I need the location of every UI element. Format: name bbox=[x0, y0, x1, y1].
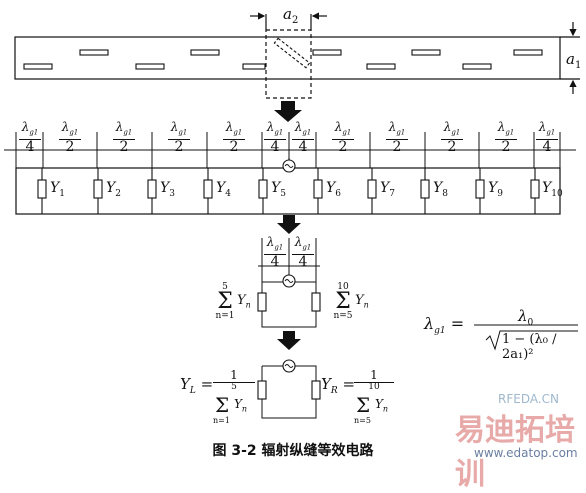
slot bbox=[23, 63, 53, 70]
feed-slot bbox=[273, 37, 311, 69]
slot bbox=[366, 63, 396, 70]
middle-circuit-frame bbox=[261, 282, 317, 328]
slot bbox=[312, 49, 342, 56]
formula-lhs: λg1 = bbox=[424, 314, 465, 337]
yl-fraction: 1 5 bbox=[213, 369, 255, 392]
bottom-left-admittance bbox=[257, 380, 267, 400]
slot bbox=[135, 63, 165, 70]
formula-numerator: λ0 bbox=[518, 307, 534, 328]
yr-label: YR = bbox=[321, 375, 356, 396]
yr-lower-limit: n=5 bbox=[354, 416, 371, 425]
middle-left-admittance bbox=[257, 292, 267, 312]
yr-fraction: 1 10 bbox=[354, 369, 394, 392]
slot bbox=[242, 63, 266, 70]
admittance-elements bbox=[37, 168, 540, 214]
slot bbox=[513, 49, 543, 56]
admittance-label-y6: Y6 bbox=[326, 180, 341, 199]
yr-sigma: Σ bbox=[356, 393, 371, 417]
admittance-label-y5: Y5 bbox=[271, 180, 286, 199]
middle-right-admittance bbox=[311, 292, 321, 312]
admittance-label-y7: Y7 bbox=[380, 180, 395, 199]
yl-label: YL = bbox=[180, 375, 214, 396]
admittance-label-y9: Y9 bbox=[488, 180, 503, 199]
sum-right-term: Yn bbox=[355, 293, 369, 310]
admittance-label-y1: Y1 bbox=[50, 180, 65, 199]
bottom-right-admittance bbox=[311, 380, 321, 400]
yr-term: Yn bbox=[375, 397, 389, 414]
formula-denominator: 1 − (λ₀ / 2a₁)² bbox=[502, 332, 557, 362]
slot bbox=[462, 63, 492, 70]
admittance-label-y4: Y4 bbox=[216, 180, 231, 199]
equivalent-circuit-diagram bbox=[4, 12, 580, 419]
yl-lower-limit: n=1 bbox=[213, 416, 230, 425]
yl-sigma: Σ bbox=[215, 393, 230, 417]
figure-caption: 图 3-2 辐射纵缝等效电路 bbox=[212, 443, 374, 459]
watermark-url: www.edatop.com bbox=[474, 446, 578, 460]
bottom-circuit-frame bbox=[261, 365, 317, 419]
watermark-rfeda: RFEDA.CN bbox=[498, 392, 560, 406]
admittance-label-y2: Y2 bbox=[106, 180, 121, 199]
admittance-label-y3: Y3 bbox=[160, 180, 175, 199]
down-arrow-2 bbox=[277, 215, 301, 234]
waveguide-body bbox=[14, 36, 561, 80]
yl-term: Yn bbox=[234, 397, 248, 414]
slot bbox=[190, 49, 220, 56]
admittance-label-y10: Y10 bbox=[542, 180, 563, 199]
down-arrow-3 bbox=[277, 331, 301, 350]
sum-left-term: Yn bbox=[237, 293, 251, 310]
slot bbox=[79, 49, 109, 56]
slot bbox=[411, 49, 441, 56]
a1-label: a1 bbox=[566, 50, 582, 71]
feed-section bbox=[265, 29, 312, 99]
admittance-label-y8: Y8 bbox=[433, 180, 448, 199]
sqrt-sign bbox=[485, 330, 578, 351]
a2-label: a2 bbox=[283, 5, 299, 26]
down-arrow-1 bbox=[274, 101, 302, 122]
